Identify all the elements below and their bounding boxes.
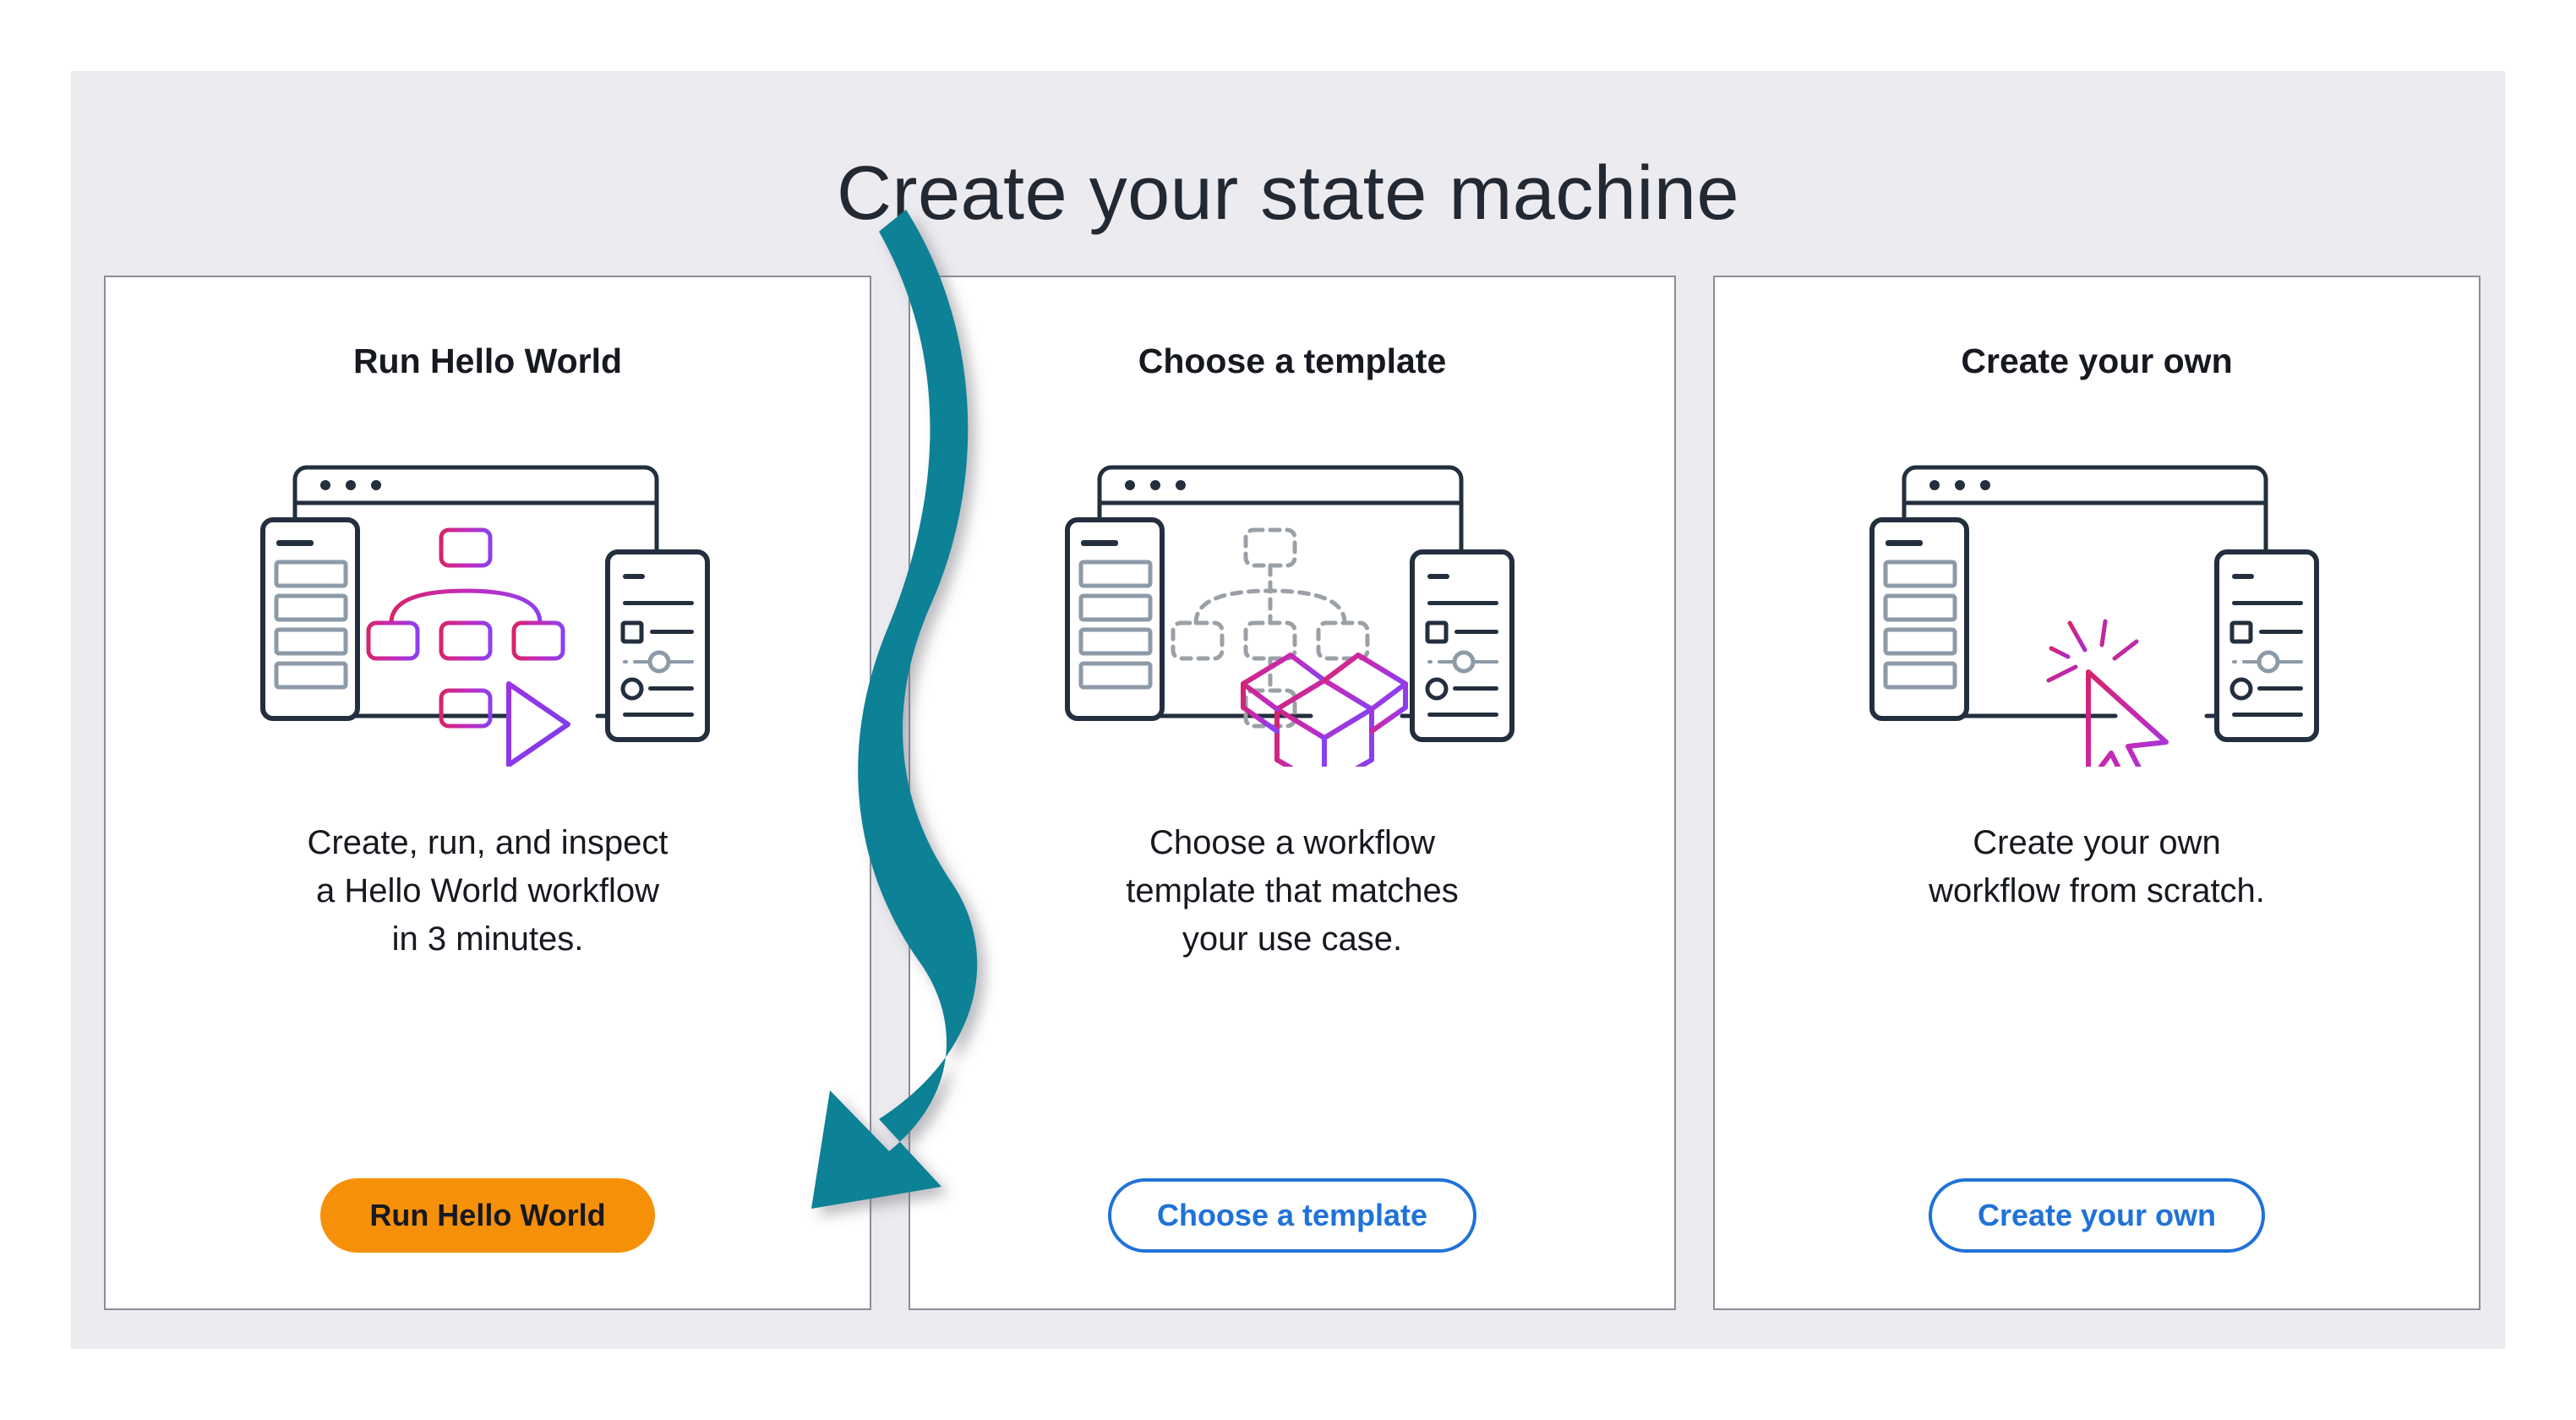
card-description: Choose a workflow template that matches … <box>1126 824 1459 958</box>
card-title: Run Hello World <box>352 341 623 380</box>
card-action-area: Create your own <box>1715 1178 2479 1253</box>
choose-a-template-button[interactable]: Choose a template <box>1107 1178 1477 1253</box>
card-action-area: Run Hello World <box>106 1178 870 1253</box>
create-your-own-button[interactable]: Create your own <box>1928 1178 2266 1253</box>
run-hello-world-button[interactable]: Run Hello World <box>320 1178 655 1253</box>
workflow-play-diagram-illustration <box>226 412 750 767</box>
card-title: Create your own <box>1961 341 2233 380</box>
card-choose-a-template[interactable]: Choose a template <box>909 276 1676 1310</box>
page-panel: Create your state machine Run Hello Worl… <box>71 71 2505 1349</box>
dashed-workflow-open-box-illustration <box>1030 412 1554 767</box>
page-title: Create your state machine <box>836 151 1740 236</box>
card-title: Choose a template <box>1138 341 1447 380</box>
card-action-area: Choose a template <box>910 1178 1674 1253</box>
card-description: Create, run, and inspect a Hello World w… <box>307 824 669 958</box>
card-create-your-own[interactable]: Create your own <box>1713 276 2480 1310</box>
card-list: Run Hello World <box>104 276 2480 1310</box>
card-description: Create your own workflow from scratch. <box>1929 824 2265 909</box>
empty-canvas-cursor-click-illustration <box>1835 412 2359 767</box>
card-run-hello-world[interactable]: Run Hello World <box>104 276 871 1310</box>
